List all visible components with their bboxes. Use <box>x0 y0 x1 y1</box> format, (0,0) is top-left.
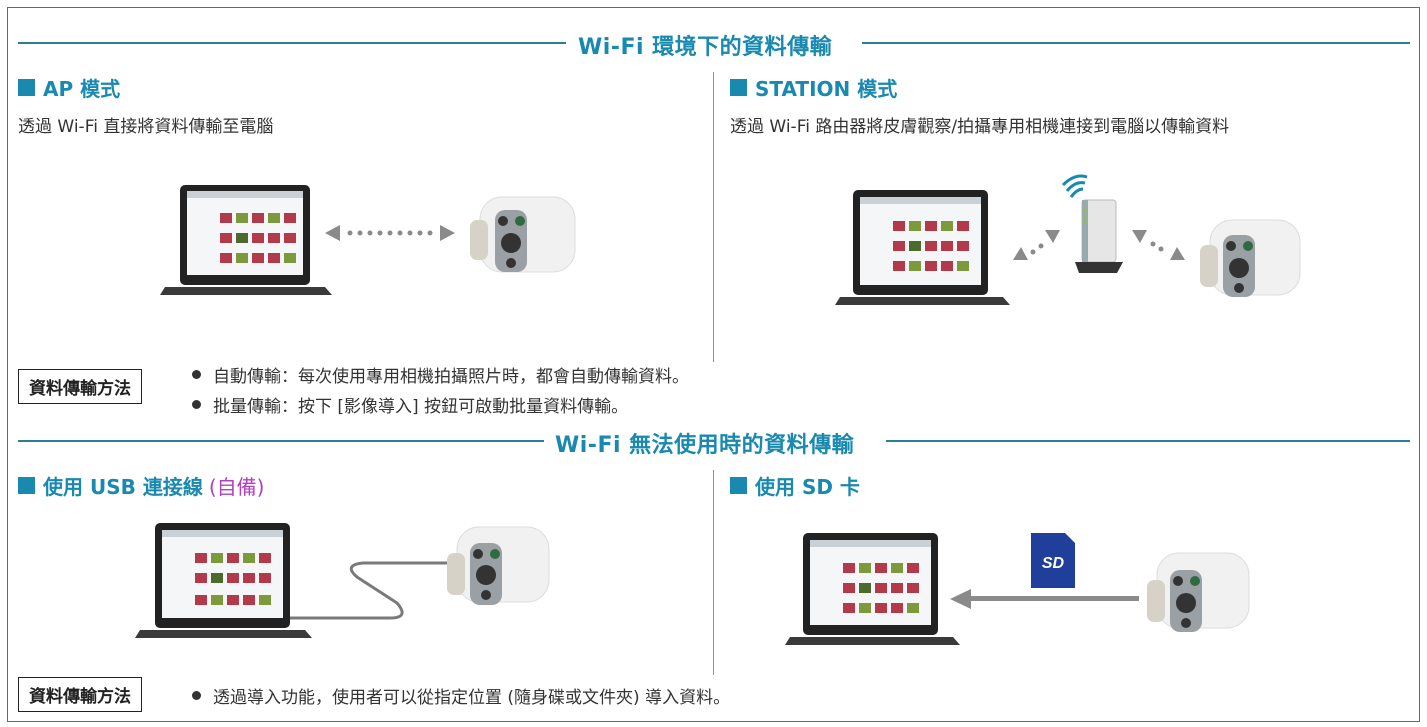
method-text: 透過導入功能，使用者可以從指定位置 (隨身碟或文件夾) 導入資料。 <box>213 688 731 708</box>
router-icon <box>1061 174 1123 273</box>
bullet-dot-icon <box>192 400 201 409</box>
section-2-title: Wi-Fi 無法使用時的資料傳輸 <box>555 433 855 458</box>
square-bullet-icon <box>18 79 35 96</box>
sd-card-title-text: 使用 SD 卡 <box>755 475 860 499</box>
laptop-icon <box>160 185 332 295</box>
laptop-icon <box>785 533 960 645</box>
left-arrow-icon <box>950 589 1139 609</box>
sd-card-icon: SD <box>1031 533 1075 588</box>
laptop-icon <box>835 190 1010 305</box>
usb-title-text: 使用 USB 連接線 <box>43 475 203 499</box>
section-2-divider <box>713 470 714 675</box>
ap-mode-title-text: AP 模式 <box>43 77 121 101</box>
usb-note: (自備) <box>208 475 265 499</box>
square-bullet-icon <box>730 79 747 96</box>
camera-icon <box>447 526 550 605</box>
outer-frame <box>7 7 1420 722</box>
square-bullet-icon <box>18 477 35 494</box>
usb-cable-icon <box>290 561 455 620</box>
section-1-title: Wi-Fi 環境下的資料傳輸 <box>578 35 833 60</box>
camera-icon <box>1147 552 1250 632</box>
camera-icon <box>470 196 576 273</box>
section-2-method-1: 透過導入功能，使用者可以從指定位置 (隨身碟或文件夾) 導入資料。 <box>192 683 730 708</box>
section-1-method-label: 資料傳輸方法 <box>18 369 142 404</box>
station-mode-title-text: STATION 模式 <box>755 77 898 101</box>
laptop-icon <box>135 523 312 638</box>
square-bullet-icon <box>730 477 747 494</box>
bullet-dot-icon <box>192 370 201 379</box>
method-text: 自動傳輸：每次使用專用相機拍攝照片時，都會自動傳輸資料。 <box>213 367 689 387</box>
ap-mode-description: 透過 Wi-Fi 直接將資料傳輸至電腦 <box>18 117 274 137</box>
method-text: 批量傳輸：按下 [影像導入] 按鈕可啟動批量資料傳輸。 <box>213 397 629 417</box>
section-2-rule-left <box>18 440 544 442</box>
section-1-method-1: 自動傳輸：每次使用專用相機拍攝照片時，都會自動傳輸資料。 <box>192 362 689 387</box>
sd-card-illustration: SD <box>785 533 1250 645</box>
section-1-rule-left <box>18 42 566 44</box>
dotted-arrows-icon <box>1013 230 1185 260</box>
station-mode-title: STATION 模式 <box>730 73 897 102</box>
sd-card-title: 使用 SD 卡 <box>730 471 860 500</box>
section-2-method-label: 資料傳輸方法 <box>18 677 142 712</box>
section-1-method-2: 批量傳輸：按下 [影像導入] 按鈕可啟動批量資料傳輸。 <box>192 392 628 417</box>
station-mode-description: 透過 Wi-Fi 路由器將皮膚觀察/拍攝專用相機連接到電腦以傳輸資料 <box>730 117 1230 137</box>
ap-mode-title: AP 模式 <box>18 73 120 102</box>
station-mode-illustration <box>835 174 1301 305</box>
sd-card-label: SD <box>1042 555 1065 572</box>
section-1-rule-right <box>862 42 1410 44</box>
bidirectional-arrow-icon <box>325 225 455 241</box>
section-1-divider <box>713 72 714 362</box>
section-2-rule-right <box>886 440 1410 442</box>
usb-title: 使用 USB 連接線 (自備) <box>18 471 264 500</box>
ap-mode-illustration <box>160 185 576 295</box>
usb-illustration <box>135 523 550 638</box>
bullet-dot-icon <box>192 691 201 700</box>
camera-icon <box>1200 219 1301 297</box>
